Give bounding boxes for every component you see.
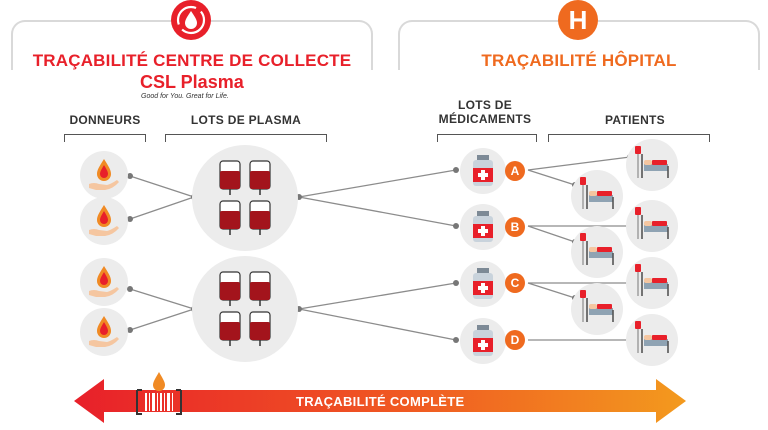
complete-traceability-arrow — [74, 379, 686, 423]
hospital-icon-letter: H — [568, 5, 588, 35]
drug-lots-label-line1: LOTS DE — [457, 98, 513, 112]
donor-node — [80, 197, 128, 245]
medicine-vial-icon — [473, 211, 493, 242]
drug-lots-label-line2: MÉDICAMENTS — [438, 112, 532, 126]
donors-label: DONNEURS — [69, 113, 141, 127]
medicine-vial-icon — [473, 325, 493, 356]
patient-node — [571, 283, 623, 335]
patients-label: PATIENTS — [605, 113, 665, 127]
drug-lot-node — [460, 204, 506, 250]
patient-node — [626, 314, 678, 366]
patient-node — [571, 226, 623, 278]
donor-hand-drop-icon — [89, 205, 119, 236]
donor-hand-drop-icon — [89, 159, 119, 190]
lot-tag-d: D — [505, 330, 525, 350]
hospital-title: TRAÇABILITÉ HÔPITAL — [481, 51, 677, 70]
complete-traceability-label: TRAÇABILITÉ COMPLÈTE — [296, 394, 465, 409]
donor-node — [80, 151, 128, 199]
csl-plasma-logo: CSL Plasma — [140, 72, 244, 92]
lot-tag-c: C — [505, 273, 525, 293]
patient-node — [626, 200, 678, 252]
plasma-lots-bracket — [165, 134, 327, 142]
patient-node — [626, 257, 678, 309]
drug-lot-node — [460, 318, 506, 364]
drug-lots-bracket — [437, 134, 537, 142]
donor-node — [80, 308, 128, 356]
plasma-lot-node — [192, 145, 298, 251]
lot-tag-a: A — [505, 161, 525, 181]
plasma-lots-label: LOTS DE PLASMA — [190, 113, 302, 127]
donor-node — [80, 258, 128, 306]
medicine-vial-icon — [473, 268, 493, 299]
blood-drop-cycle-icon — [171, 0, 211, 40]
barcode-drop-icon — [136, 372, 182, 415]
plasma-bags-icon — [219, 160, 271, 235]
hospital-icon: H — [558, 0, 598, 40]
plasma-bags-icon — [219, 271, 271, 346]
patient-node — [626, 139, 678, 191]
patients-bracket — [548, 134, 710, 142]
patient-node — [571, 170, 623, 222]
lot-tag-b: B — [505, 217, 525, 237]
collection-center-title: TRAÇABILITÉ CENTRE DE COLLECTE — [32, 51, 352, 70]
donors-bracket — [64, 134, 146, 142]
plasma-lot-node — [192, 256, 298, 362]
donor-hand-drop-icon — [89, 316, 119, 347]
drug-lot-node — [460, 148, 506, 194]
donor-hand-drop-icon — [89, 266, 119, 297]
drug-lots-label: LOTS DE MÉDICAMENTS — [430, 98, 540, 126]
drug-lot-node — [460, 261, 506, 307]
medicine-vial-icon — [473, 155, 493, 186]
csl-plasma-tagline: Good for You. Great for Life. — [141, 93, 229, 100]
